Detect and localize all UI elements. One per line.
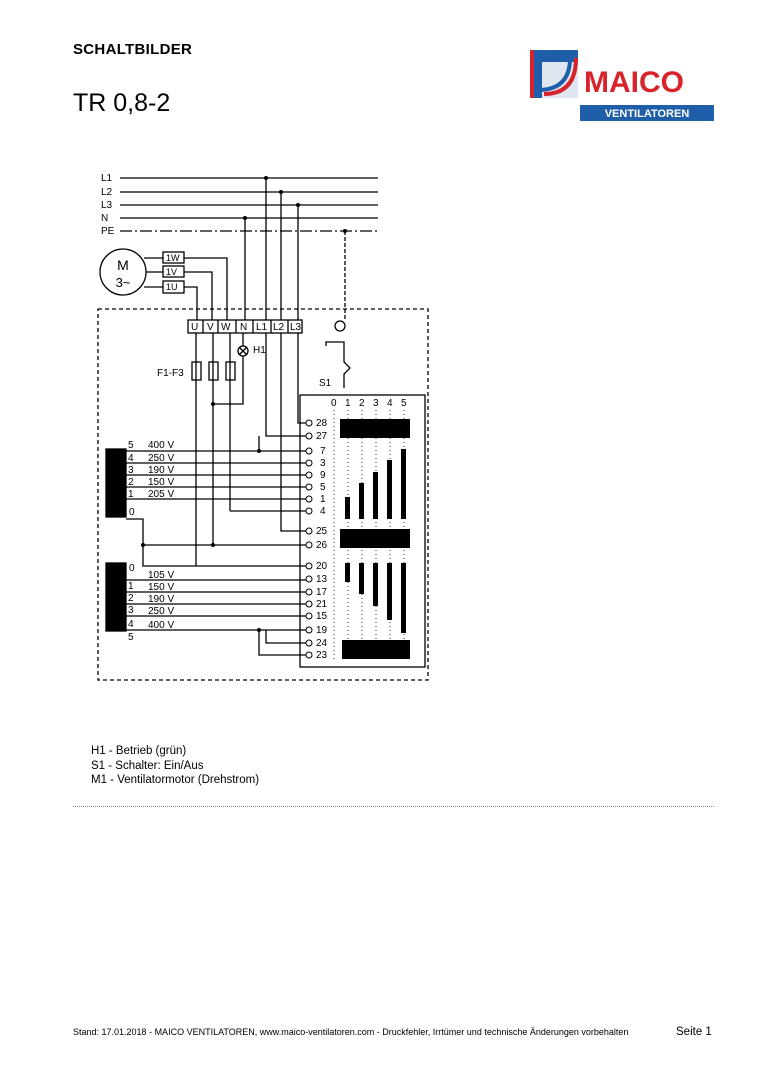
upper-tap-1: 1 <box>128 489 134 500</box>
lower-tap-2: 2 <box>128 593 134 604</box>
contact-28: 28 <box>316 418 328 429</box>
footer-text: Stand: 17.01.2018 - MAICO VENTILATOREN, … <box>73 1027 629 1037</box>
lamp-label: H1 <box>253 345 266 356</box>
switch-label: S1 <box>319 378 332 389</box>
logo-brand: MAICO <box>584 66 684 99</box>
divider <box>73 806 714 807</box>
contact-4: 4 <box>320 506 326 517</box>
model-title: TR 0,8-2 <box>73 89 171 117</box>
position-1: 1 <box>345 398 351 409</box>
upper-tap-5: 5 <box>128 440 134 451</box>
section-title: SCHALTBILDER <box>73 41 193 58</box>
winding-1u: 1U <box>166 282 178 292</box>
fuse-label: F1-F3 <box>157 368 184 379</box>
position-4: 4 <box>387 398 393 409</box>
line-label-pe: PE <box>101 226 115 237</box>
contact-25: 25 <box>316 526 328 537</box>
lower-tap-2-voltage: 150 V <box>148 582 174 593</box>
terminal-v: V <box>207 322 214 333</box>
upper-tap-3: 3 <box>128 465 134 476</box>
contact-23: 23 <box>316 650 328 661</box>
terminal-w: W <box>221 322 231 333</box>
contact-5: 5 <box>320 482 326 493</box>
line-label-l1: L1 <box>101 173 113 184</box>
contact-9: 9 <box>320 470 326 481</box>
motor-symbol: M <box>117 257 129 273</box>
contact-15: 15 <box>316 611 328 622</box>
contact-20: 20 <box>316 561 328 572</box>
contact-19: 19 <box>316 625 328 636</box>
motor-phase: 3~ <box>116 275 131 290</box>
contact-21: 21 <box>316 599 328 610</box>
upper-tap-1-voltage: 205 V <box>148 489 174 500</box>
position-2: 2 <box>359 398 365 409</box>
line-label-l3: L3 <box>101 200 113 211</box>
terminal-u: U <box>191 322 198 333</box>
position-3: 3 <box>373 398 379 409</box>
contact-27: 27 <box>316 431 328 442</box>
lower-tap-4-voltage: 250 V <box>148 606 174 617</box>
logo-sub: VENTILATOREN <box>605 108 690 120</box>
legend-item-m1: M1 - Ventilatormotor (Drehstrom) <box>91 774 260 786</box>
terminal-l1: L1 <box>256 322 268 333</box>
upper-tap-4: 4 <box>128 453 134 464</box>
page-number: Seite 1 <box>676 1026 712 1038</box>
lower-tap-3: 3 <box>128 605 134 616</box>
legend-item-h1: H1 - Betrieb (grün) <box>91 745 187 757</box>
upper-tap-3-voltage: 190 V <box>148 465 174 476</box>
position-5: 5 <box>401 398 407 409</box>
contact-17: 17 <box>316 587 328 598</box>
upper-tap-2: 2 <box>128 477 134 488</box>
lower-tap-4: 4 <box>128 619 134 630</box>
line-label-n: N <box>101 213 108 224</box>
terminal-l2: L2 <box>273 322 285 333</box>
line-label-l2: L2 <box>101 187 113 198</box>
contact-1: 1 <box>320 494 326 505</box>
contact-24: 24 <box>316 638 328 649</box>
lower-tap-5-voltage: 400 V <box>148 620 174 631</box>
winding-1v: 1V <box>166 267 177 277</box>
upper-tap-0: 0 <box>129 507 135 518</box>
terminal-n: N <box>240 322 247 333</box>
upper-tap-4-voltage: 250 V <box>148 453 174 464</box>
lower-tap-1-voltage: 105 V <box>148 570 174 581</box>
lower-tap-1: 1 <box>128 581 134 592</box>
lower-tap-0: 0 <box>129 563 135 574</box>
terminal-l3: L3 <box>290 322 302 333</box>
legend-item-s1: S1 - Schalter: Ein/Aus <box>91 759 204 772</box>
lower-tap-5: 5 <box>128 632 134 643</box>
contact-3: 3 <box>320 458 326 469</box>
contact-26: 26 <box>316 540 328 551</box>
legend: H1 - Betrieb (grün) S1 - Schalter: Ein/A… <box>91 744 259 788</box>
upper-tap-2-voltage: 150 V <box>148 477 174 488</box>
upper-tap-5-voltage: 400 V <box>148 440 174 451</box>
contact-13: 13 <box>316 574 328 585</box>
position-0: 0 <box>331 398 337 409</box>
winding-1w: 1W <box>166 253 180 263</box>
maico-logo: MAICO VENTILATOREN <box>530 50 714 121</box>
contact-7: 7 <box>320 446 326 457</box>
lower-tap-3-voltage: 190 V <box>148 594 174 605</box>
